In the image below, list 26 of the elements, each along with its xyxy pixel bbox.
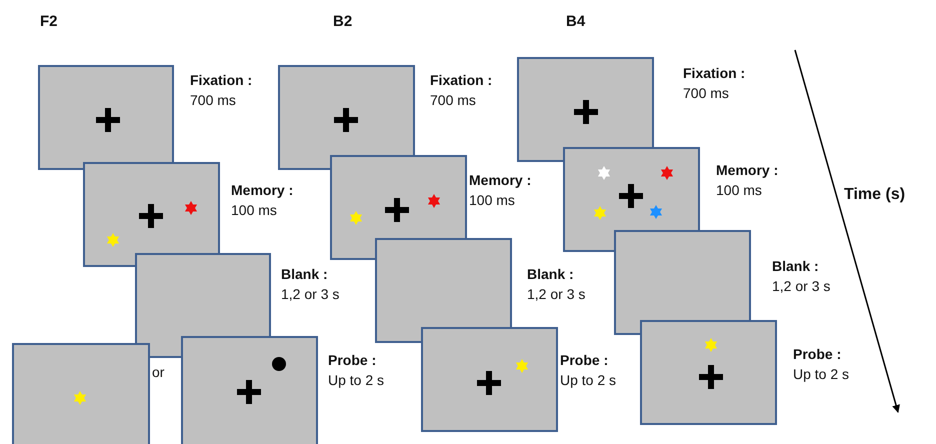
stimulus-screen [517,57,654,162]
phase-label: Fixation : 700 ms [190,71,254,110]
or-label: or [152,363,166,382]
stimulus-screen [38,65,174,170]
condition-heading: B4 [566,12,586,32]
stimulus-screen [640,320,777,425]
condition-heading: B2 [333,12,352,32]
phase-label: Probe : Up to 2 s [793,345,850,384]
phase-label: Memory : 100 ms [469,171,532,210]
stimulus-screen [181,336,318,444]
phase-label: Blank : 1,2 or 3 s [527,265,586,304]
phase-label: Blank : 1,2 or 3 s [281,265,340,304]
phase-label: Probe : Up to 2 s [328,351,386,390]
phase-label: Fixation : 700 ms [430,71,494,110]
axis-label: Time (s) [844,185,906,205]
stimulus-screen [12,343,150,444]
stimulus-screen [375,238,512,343]
condition-heading: F2 [40,12,58,32]
phase-label: Memory : 100 ms [716,161,780,200]
stimulus-screen [278,65,415,170]
phase-label: Memory : 100 ms [231,181,294,220]
phase-label: Blank : 1,2 or 3 s [772,257,832,296]
stimulus-screen [83,162,220,267]
phase-label: Fixation : 700 ms [683,64,746,103]
stimulus-screen [421,327,558,432]
phase-label: Probe : Up to 2 s [560,351,618,390]
